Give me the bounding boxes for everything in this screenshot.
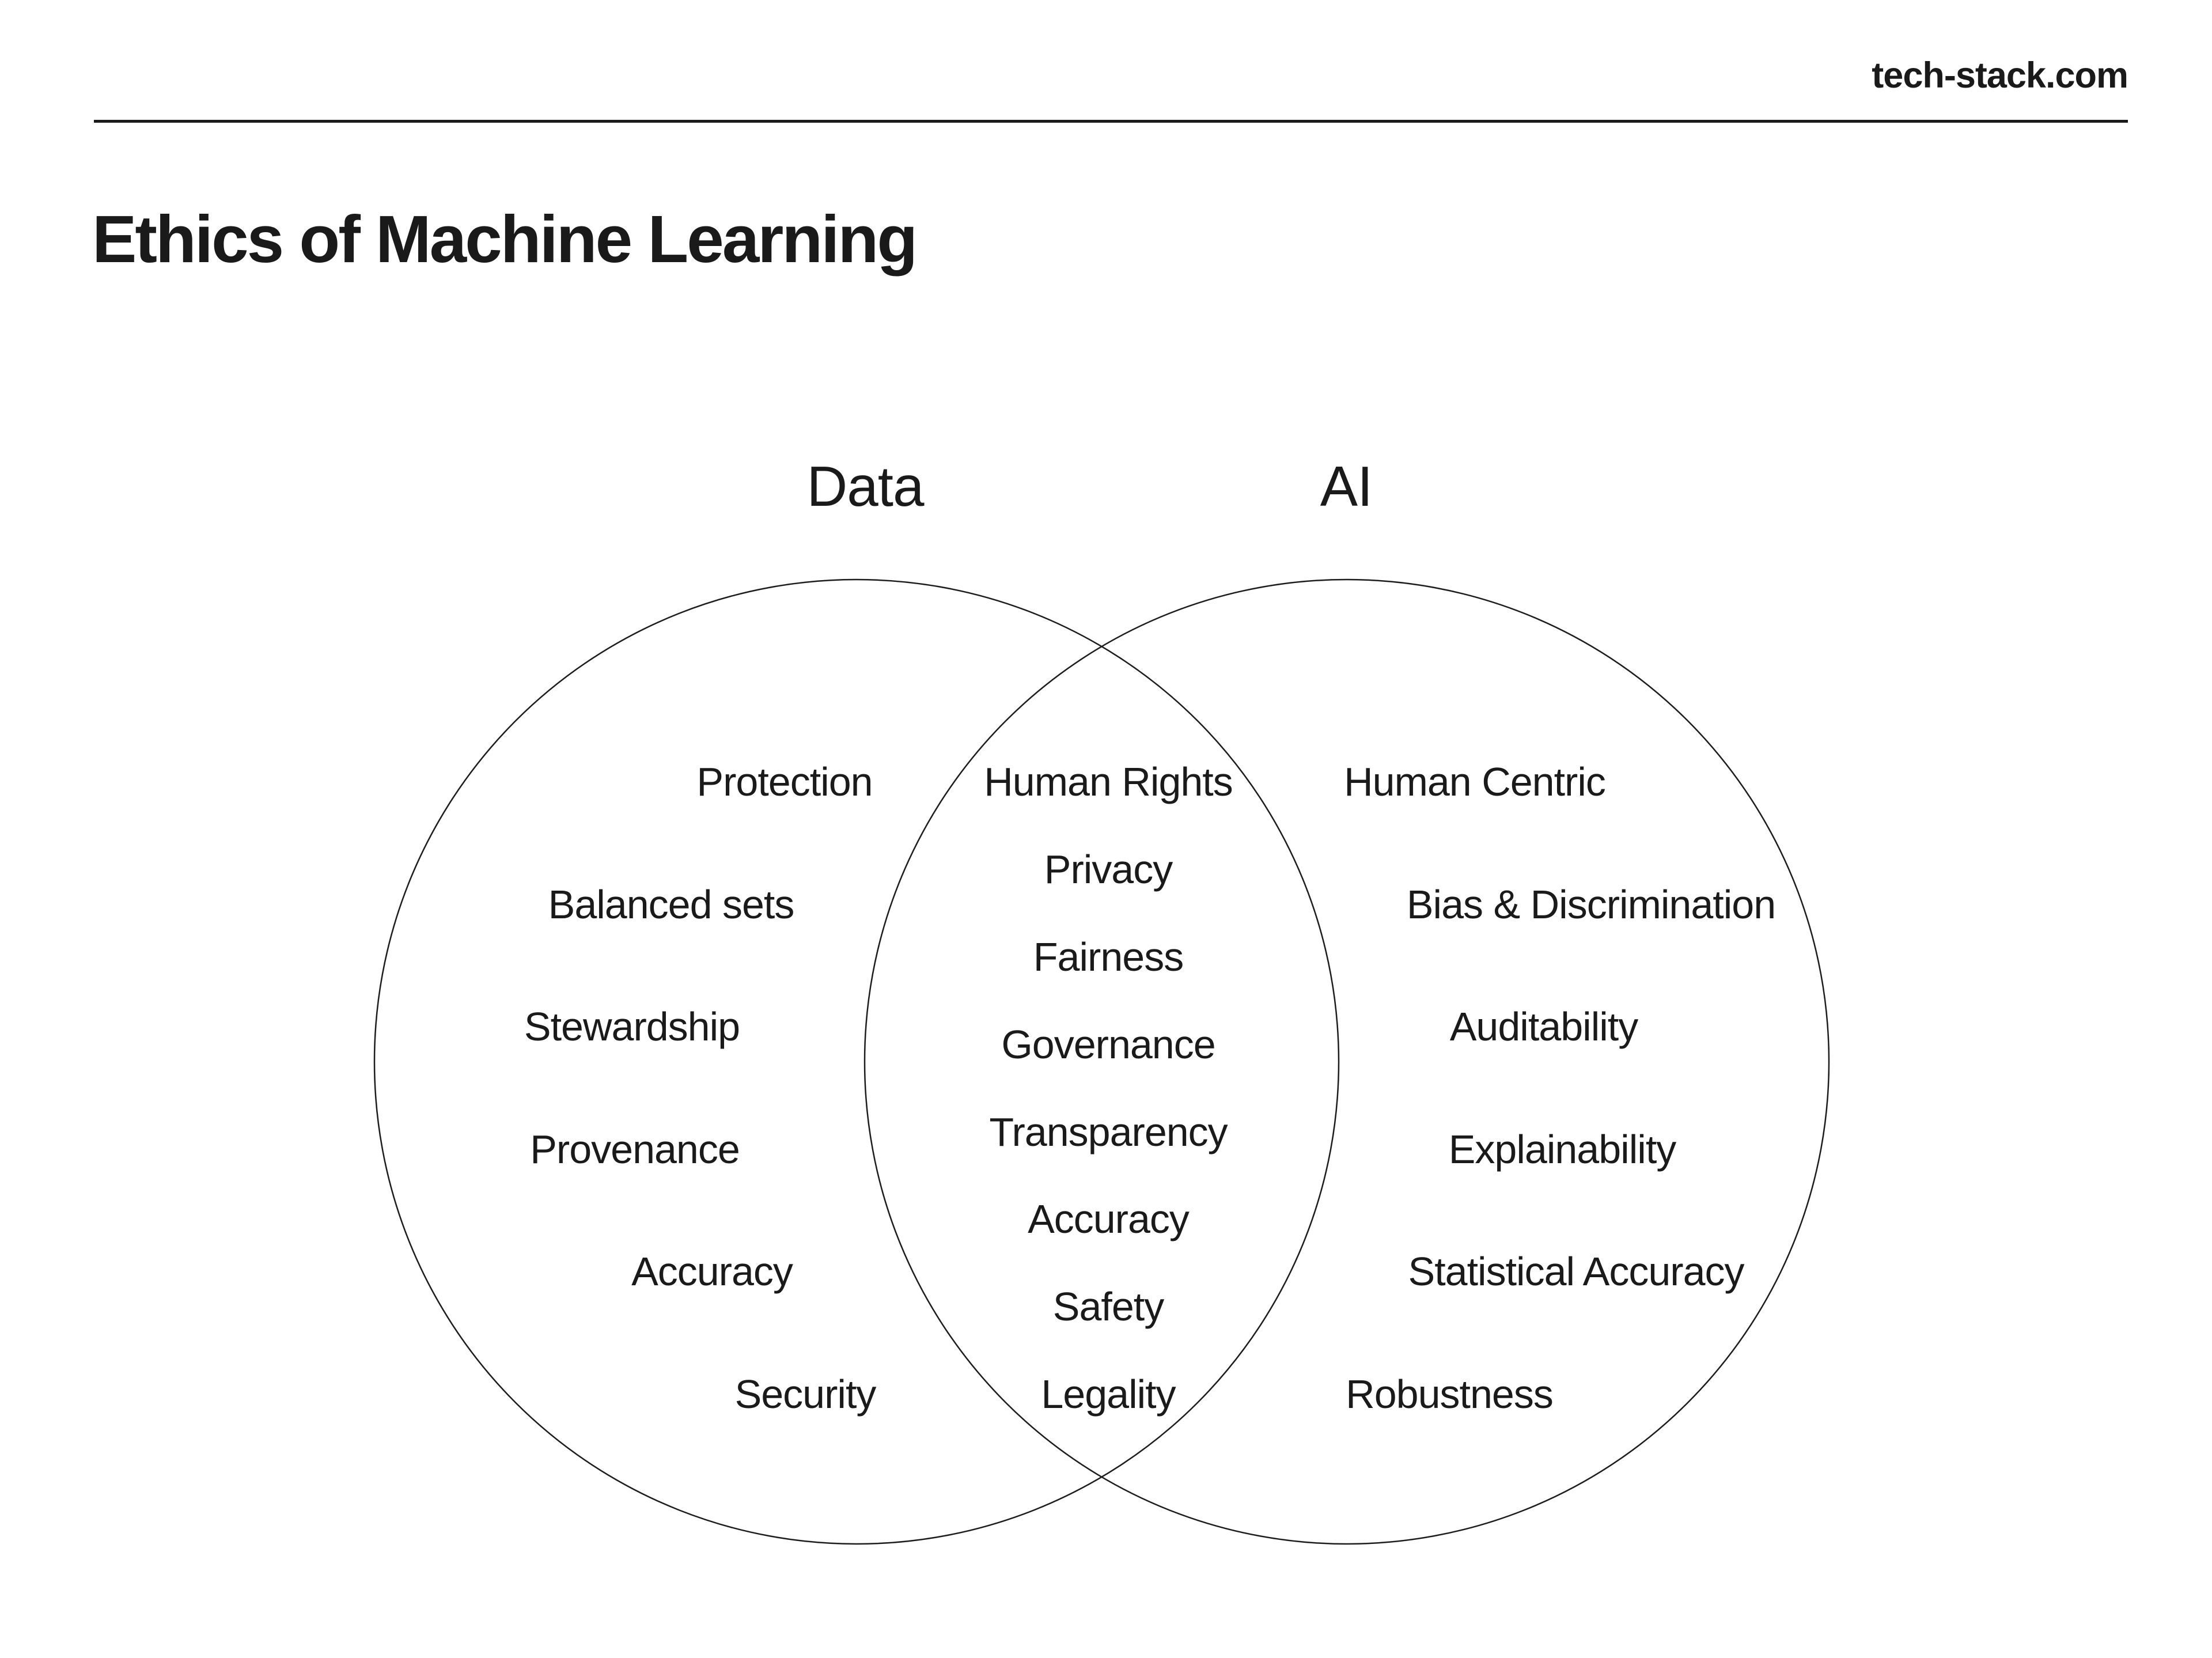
- middle-item-human-rights: Human Rights: [984, 759, 1233, 804]
- middle-item-accuracy: Accuracy: [1028, 1197, 1190, 1241]
- ai-circle: [863, 578, 1830, 1545]
- middle-item-fairness: Fairness: [1033, 934, 1184, 979]
- left-item-accuracy: Accuracy: [631, 1249, 793, 1294]
- right-item-bias-discrimination: Bias & Discrimination: [1406, 882, 1776, 927]
- middle-item-governance: Governance: [1001, 1022, 1215, 1067]
- right-item-human-centric: Human Centric: [1344, 759, 1606, 804]
- left-item-balanced-sets: Balanced sets: [548, 882, 795, 927]
- header-divider: [94, 120, 2128, 123]
- left-item-provenance: Provenance: [530, 1127, 740, 1172]
- middle-item-privacy: Privacy: [1044, 847, 1173, 892]
- data-circle-label: Data: [806, 455, 924, 518]
- left-item-stewardship: Stewardship: [524, 1004, 740, 1049]
- left-item-security: Security: [734, 1372, 877, 1417]
- ai-circle-label: AI: [1320, 455, 1373, 518]
- middle-item-safety: Safety: [1052, 1284, 1164, 1329]
- data-circle: [373, 578, 1340, 1545]
- left-item-protection: Protection: [696, 759, 873, 804]
- right-item-auditability: Auditability: [1449, 1004, 1639, 1049]
- middle-item-transparency: Transparency: [989, 1110, 1228, 1154]
- page-title: Ethics of Machine Learning: [92, 201, 918, 277]
- right-item-statistical-accuracy: Statistical Accuracy: [1408, 1249, 1745, 1294]
- middle-item-legality: Legality: [1041, 1372, 1176, 1417]
- right-item-robustness: Robustness: [1346, 1372, 1554, 1417]
- site-brand: tech-stack.com: [1872, 55, 2128, 96]
- right-item-explainability: Explainability: [1448, 1127, 1677, 1172]
